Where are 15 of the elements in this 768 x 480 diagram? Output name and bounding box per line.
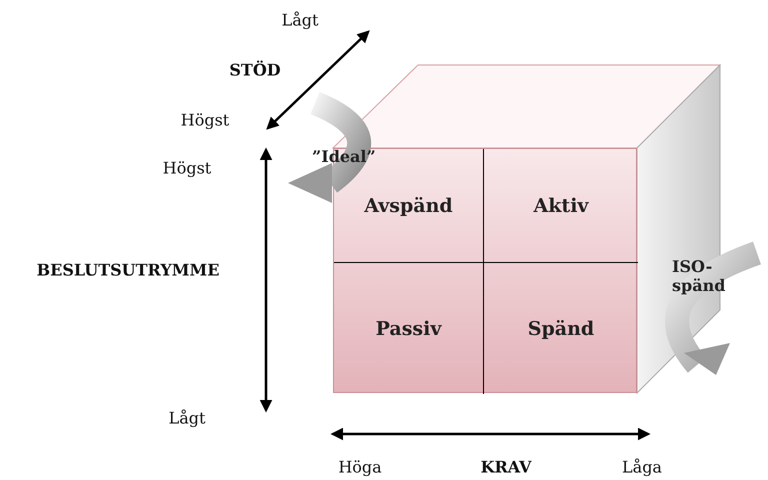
axis-end-label: Högst (180, 110, 230, 130)
quadrant-label: Passiv (376, 318, 442, 340)
arrow-label: ISO-spänd (672, 257, 726, 295)
axis-end-label: Låga (622, 458, 662, 476)
quadrant-label: Aktiv (534, 194, 588, 216)
axis-end-label: Lågt (282, 10, 318, 30)
axis-title: STÖD (229, 60, 281, 80)
arrow-label: ”Ideal” (312, 147, 376, 166)
axis-title: KRAV (480, 458, 532, 476)
axis-end-label: Lågt (168, 408, 206, 428)
axis-title: BESLUTSUTRYMME (36, 260, 220, 280)
axis-end-label: Högst (162, 158, 212, 178)
axis-end-label: Höga (338, 458, 382, 476)
quadrant-label: Avspänd (364, 194, 453, 216)
quadrant-label: Spänd (528, 318, 594, 340)
